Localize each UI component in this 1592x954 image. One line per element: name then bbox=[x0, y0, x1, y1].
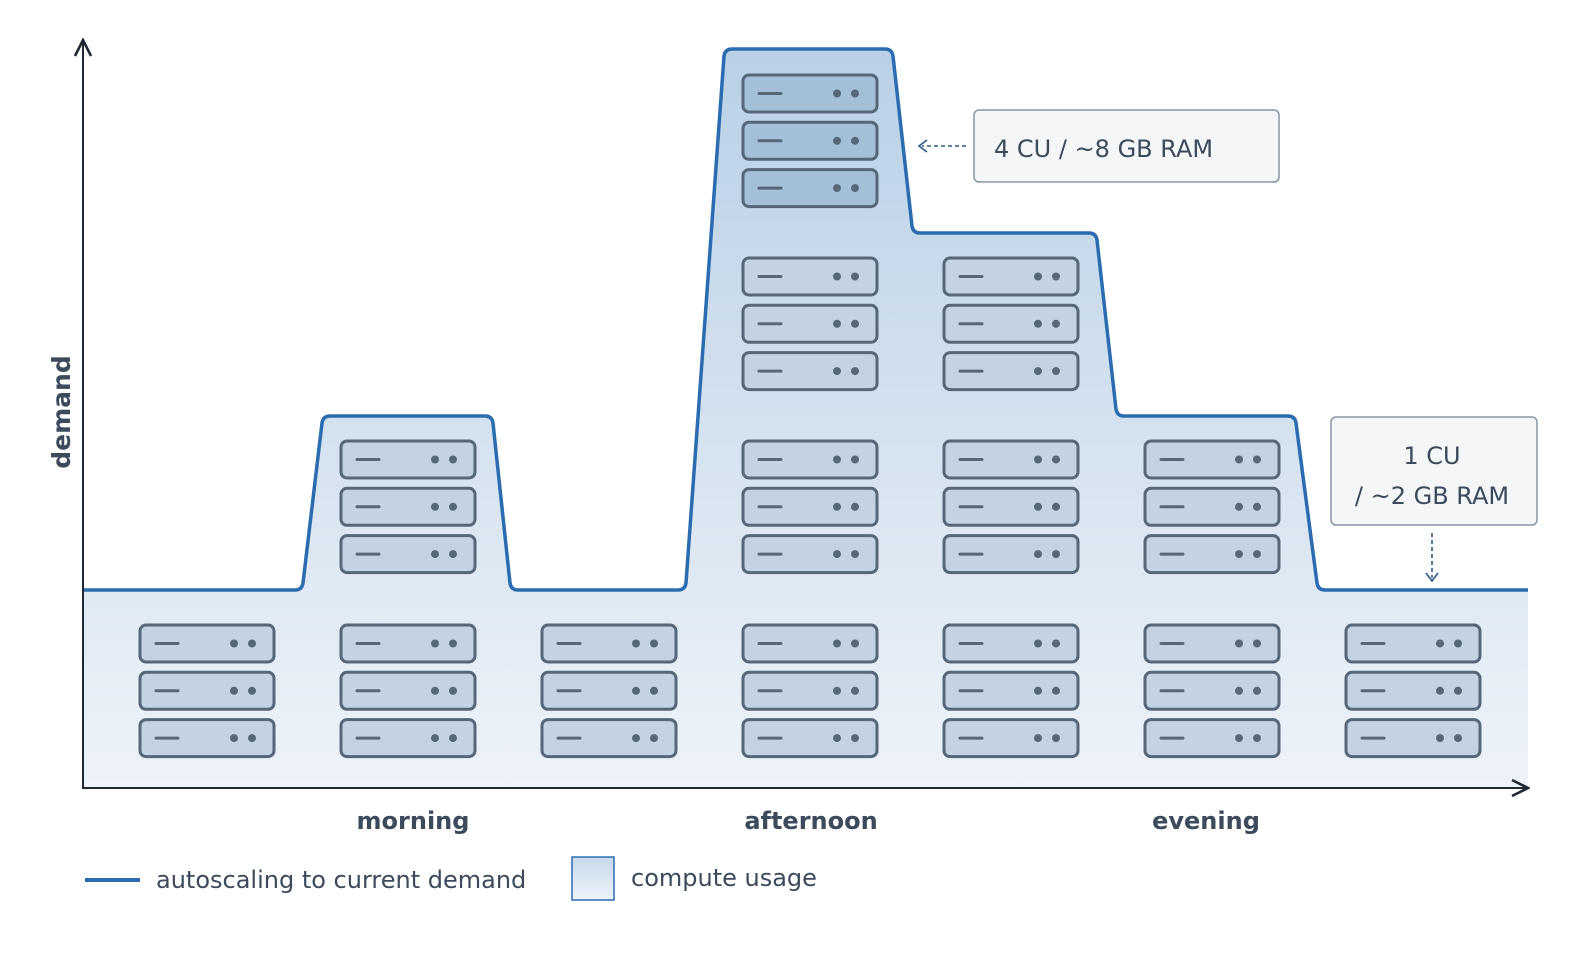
server-unit-icon bbox=[942, 439, 1080, 480]
x-label-morning: morning bbox=[357, 807, 470, 835]
server-unit-icon bbox=[1143, 623, 1281, 664]
server-unit-icon bbox=[741, 168, 879, 209]
peak-callout-arrowhead-icon bbox=[917, 139, 928, 153]
server-unit-icon bbox=[339, 534, 477, 575]
server-unit-icon bbox=[1344, 718, 1482, 759]
server-unit-icon bbox=[942, 486, 1080, 527]
server-unit-icon bbox=[741, 623, 879, 664]
legend-area-swatch bbox=[571, 856, 615, 901]
server-unit-icon bbox=[741, 439, 879, 480]
server-unit-icon bbox=[741, 73, 879, 114]
servers-layer bbox=[138, 73, 1482, 759]
server-unit-icon bbox=[1143, 670, 1281, 711]
server-unit-icon bbox=[741, 120, 879, 161]
server-unit-icon bbox=[942, 351, 1080, 392]
server-unit-icon bbox=[741, 534, 879, 575]
server-unit-icon bbox=[1344, 670, 1482, 711]
server-unit-icon bbox=[741, 486, 879, 527]
server-unit-icon bbox=[540, 718, 678, 759]
server-unit-icon bbox=[741, 718, 879, 759]
server-unit-icon bbox=[339, 718, 477, 759]
base-callout-line2: / ~2 GB RAM bbox=[1355, 482, 1509, 510]
legend: autoscaling to current demand compute us… bbox=[85, 856, 817, 901]
server-unit-icon bbox=[1143, 439, 1281, 480]
server-unit-icon bbox=[138, 718, 276, 759]
peak-callout-text: 4 CU / ~8 GB RAM bbox=[994, 135, 1213, 163]
legend-area-label: compute usage bbox=[631, 864, 817, 892]
base-callout: 1 CU / ~2 GB RAM bbox=[1330, 416, 1538, 583]
server-unit-icon bbox=[1143, 534, 1281, 575]
server-unit-icon bbox=[540, 623, 678, 664]
server-unit-icon bbox=[1143, 486, 1281, 527]
server-unit-icon bbox=[942, 718, 1080, 759]
server-unit-icon bbox=[942, 256, 1080, 297]
server-unit-icon bbox=[741, 303, 879, 344]
server-unit-icon bbox=[138, 623, 276, 664]
server-unit-icon bbox=[942, 303, 1080, 344]
server-unit-icon bbox=[942, 623, 1080, 664]
y-axis-label: demand bbox=[47, 355, 76, 468]
autoscaling-line bbox=[84, 47, 1528, 592]
server-unit-icon bbox=[138, 670, 276, 711]
legend-line-label: autoscaling to current demand bbox=[156, 866, 526, 894]
x-label-evening: evening bbox=[1152, 807, 1260, 835]
server-unit-icon bbox=[741, 670, 879, 711]
base-callout-arrowhead-icon bbox=[1425, 572, 1439, 583]
server-unit-icon bbox=[339, 623, 477, 664]
server-unit-icon bbox=[339, 439, 477, 480]
server-unit-icon bbox=[942, 534, 1080, 575]
peak-callout: 4 CU / ~8 GB RAM bbox=[917, 109, 1280, 183]
server-unit-icon bbox=[1143, 718, 1281, 759]
server-unit-icon bbox=[339, 670, 477, 711]
server-unit-icon bbox=[741, 351, 879, 392]
server-unit-icon bbox=[339, 486, 477, 527]
server-unit-icon bbox=[1344, 623, 1482, 664]
compute-usage-area bbox=[84, 49, 1528, 788]
server-unit-icon bbox=[942, 670, 1080, 711]
base-callout-line1: 1 CU bbox=[1403, 442, 1460, 470]
server-unit-icon bbox=[741, 256, 879, 297]
server-unit-icon bbox=[540, 670, 678, 711]
x-label-afternoon: afternoon bbox=[744, 807, 877, 835]
